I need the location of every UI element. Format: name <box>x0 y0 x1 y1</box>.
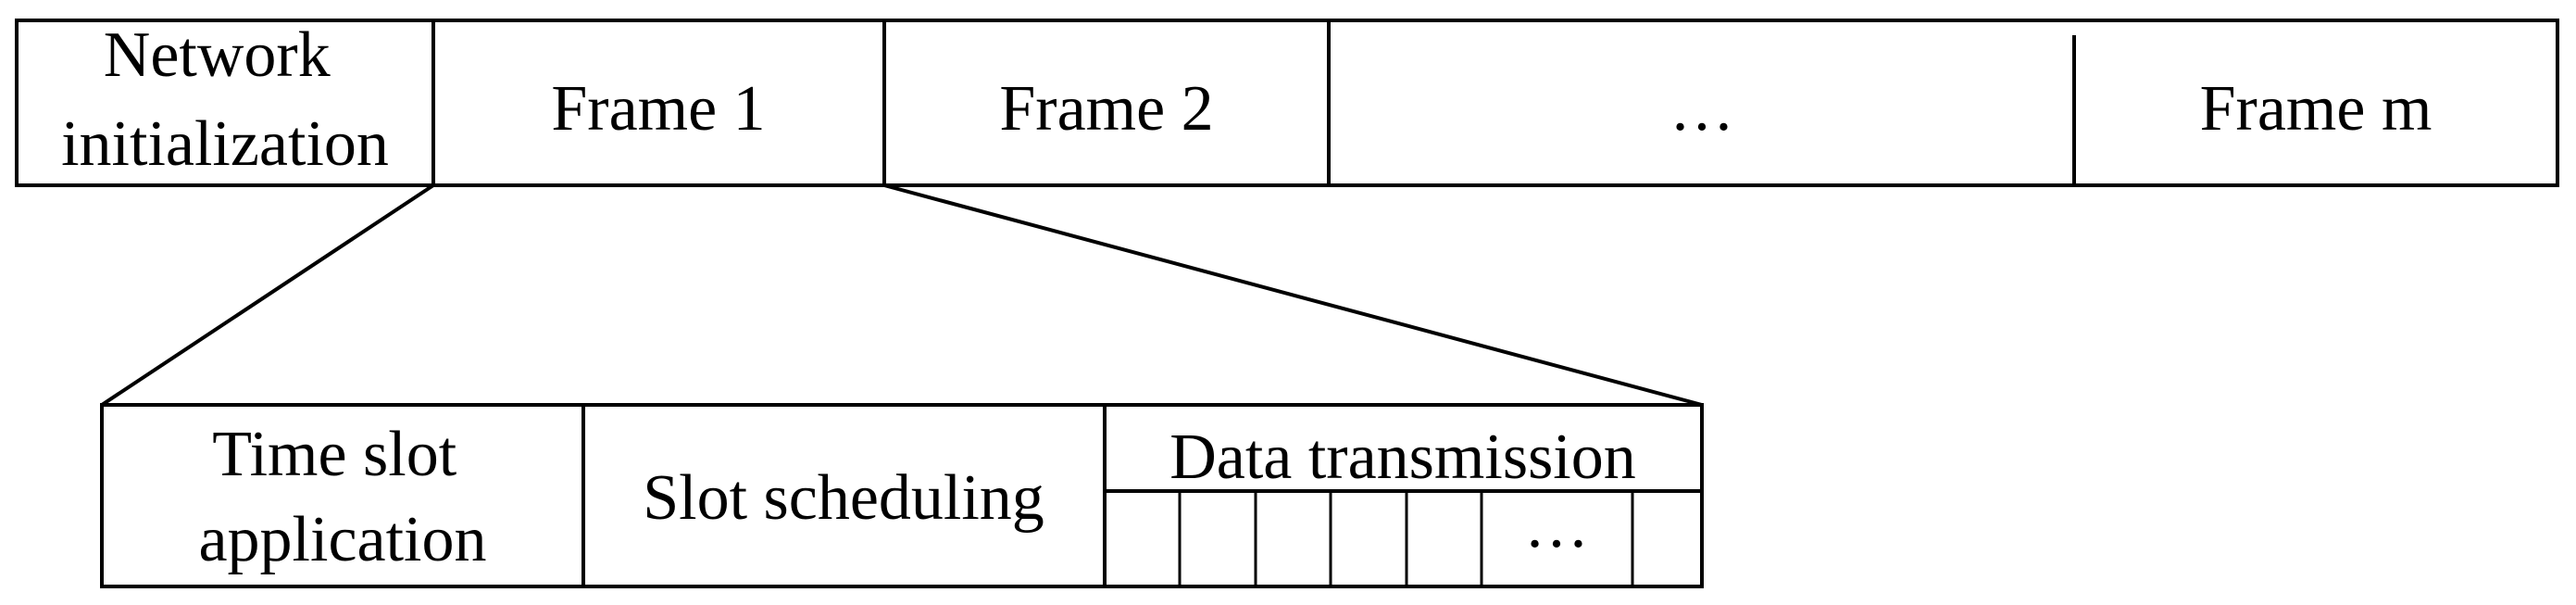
time-slot-application-line2: application <box>198 504 486 575</box>
network-initialization-line2: initialization <box>61 108 389 180</box>
network-initialization-line1: Network <box>104 19 331 91</box>
superframe-row: Network initialization Frame 1 Frame 2 …… <box>15 19 2559 187</box>
frames-ellipsis: … <box>1669 73 1734 145</box>
frame-m-label: Frame m <box>2200 73 2432 145</box>
frame-detail-outline <box>100 403 1704 588</box>
superframe-outline <box>15 19 2559 187</box>
data-transmission-label: Data transmission <box>1169 422 1636 493</box>
zoom-connectors <box>100 183 1703 407</box>
slots-ellipsis: … <box>1524 490 1589 561</box>
frame-detail-row: Time slot application Slot scheduling Da… <box>100 403 1704 588</box>
time-slot-application-line1: Time slot <box>212 419 456 490</box>
zoom-line-left <box>100 183 435 407</box>
time-slot-application-label: Time slot application <box>198 419 486 575</box>
zoom-line-right <box>883 183 1703 407</box>
frame-2-label: Frame 2 <box>999 73 1213 145</box>
data-slots <box>1178 491 1634 586</box>
network-initialization-label: Network initialization <box>61 19 389 180</box>
slot-scheduling-label: Slot scheduling <box>643 462 1044 534</box>
frame-1-label: Frame 1 <box>551 73 765 145</box>
